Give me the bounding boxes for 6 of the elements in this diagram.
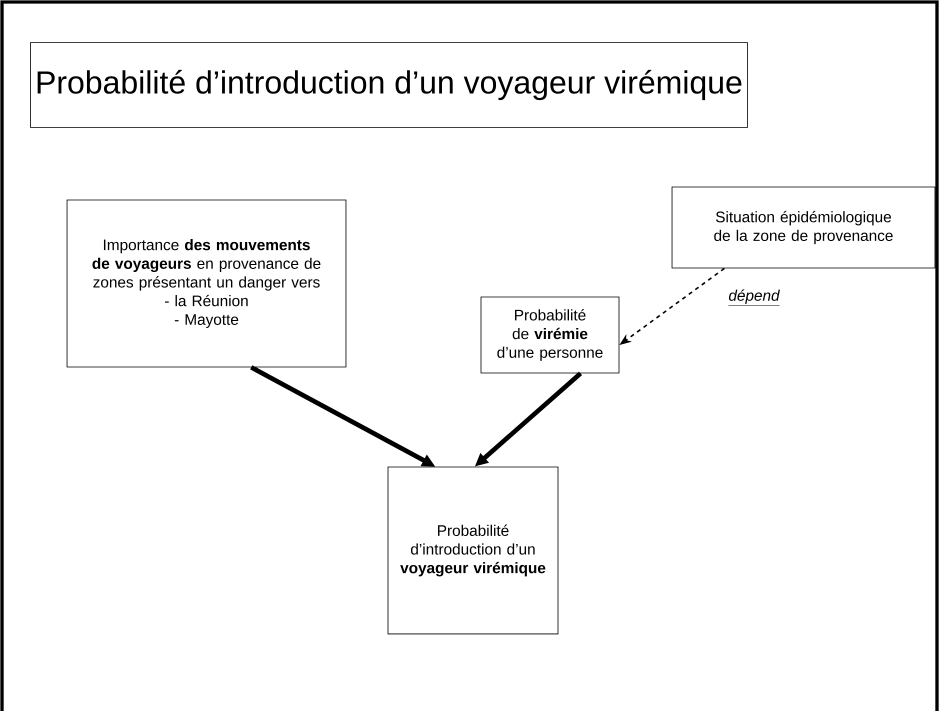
text-box: Probabilité de virémie d’une personne	[480, 296, 620, 374]
text-box: Importance des mouvements de voyageurs en provenance de zones présentant un danger vers - la Réunion - Mayotte	[66, 200, 346, 368]
text-box: Probabilité d’introduction d’un voyageur virémique	[388, 466, 558, 634]
edge-label: dépend	[727, 288, 781, 308]
title-box: Probabilité d’introduction d’un voyageur virémique	[30, 42, 748, 128]
text-box: Situation épidémiologique de la zone de provenance	[672, 186, 936, 268]
